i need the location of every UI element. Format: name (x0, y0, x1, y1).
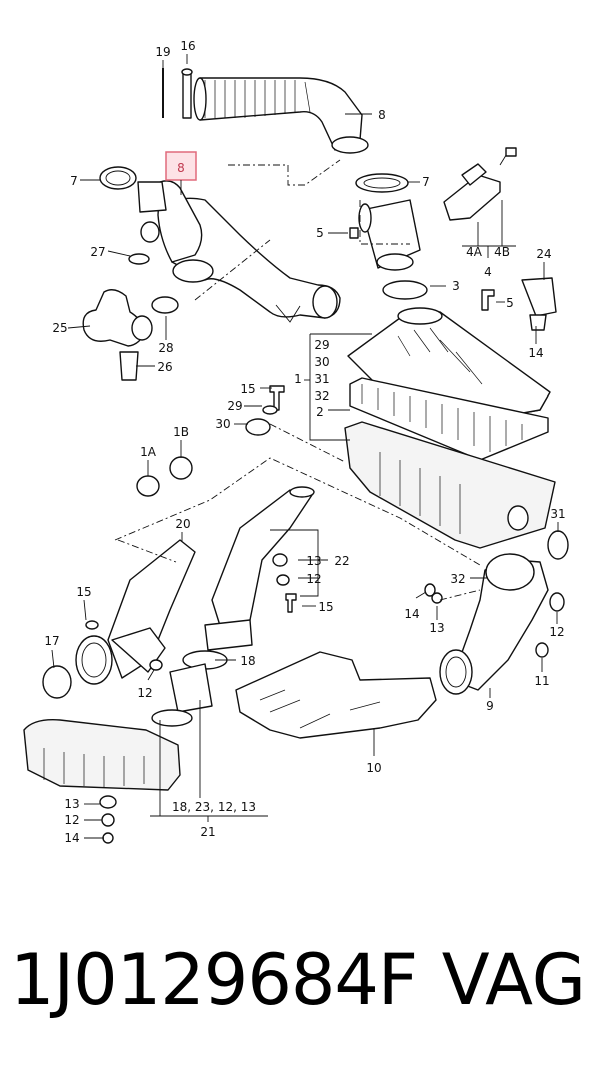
breather-hose (82, 289, 179, 381)
grommet (547, 530, 569, 560)
callout-14-c: 14 (64, 831, 79, 845)
air-filter-element (349, 377, 549, 461)
callout-15-a: 15 (240, 382, 255, 396)
callout-7-right: 7 (422, 175, 430, 189)
callout-12-b: 12 (549, 625, 564, 639)
callout-3: 3 (452, 279, 460, 293)
highlighted-callout-8[interactable]: 8 (165, 151, 197, 195)
footer: 1J0129684F VAG (0, 935, 600, 1025)
valve-connector (128, 181, 167, 265)
mass-air-flow-meter (358, 147, 517, 271)
hose-clamp (99, 166, 409, 193)
callout-13-b: 13 (429, 621, 444, 635)
callout-27: 27 (90, 245, 105, 259)
bracket-and-bolts (349, 227, 557, 331)
callout-18-23-12-13: 18, 23, 12, 13 (172, 800, 256, 814)
callout-17: 17 (44, 634, 59, 648)
callout-32-a: 32 (314, 389, 329, 403)
callout-30-b: 30 (215, 417, 230, 431)
callout-31-b: 31 (550, 507, 565, 521)
callout-24: 24 (536, 247, 551, 261)
callout-4: 4 (484, 265, 492, 279)
callout-10: 10 (366, 761, 381, 775)
nuts-right (85, 553, 565, 844)
callout-21: 21 (200, 825, 215, 839)
exploded-parts-diagram: 8 19 16 8 7 7 5 4A 4B 4 24 27 3 5 25 28 … (23, 39, 569, 845)
callout-26: 26 (157, 360, 172, 374)
small-fasteners (136, 385, 285, 497)
svg-text:8: 8 (177, 161, 185, 175)
callout-13-a: 13 (306, 554, 321, 568)
callout-25: 25 (52, 321, 67, 335)
callout-29-a: 29 (314, 338, 329, 352)
o-ring (382, 280, 428, 300)
intake-duct-lower (157, 180, 341, 323)
callout-15-b: 15 (318, 600, 333, 614)
air-filter-housing (344, 421, 556, 549)
callout-5-top: 5 (316, 226, 324, 240)
callout-31-a: 31 (314, 372, 329, 386)
callout-14-b: 14 (404, 607, 419, 621)
callout-29-b: 29 (227, 399, 242, 413)
callout-12-a: 12 (306, 572, 321, 586)
callout-28: 28 (158, 341, 173, 355)
callout-15-c: 15 (76, 585, 91, 599)
callout-9: 9 (486, 699, 494, 713)
callout-5-right: 5 (506, 296, 514, 310)
resonator (235, 651, 437, 739)
air-guide-right (439, 553, 549, 695)
air-guide-left (75, 539, 196, 685)
callout-19: 19 (155, 45, 170, 59)
callout-20: 20 (175, 517, 190, 531)
callout-4B: 4B (494, 245, 510, 259)
callout-30-a: 30 (314, 355, 329, 369)
callout-2: 2 (316, 405, 324, 419)
callout-12-c: 12 (137, 686, 152, 700)
callout-13-c: 13 (64, 797, 79, 811)
intake-hose-upper (193, 77, 369, 154)
lower-air-duct (23, 719, 181, 791)
leader-lines (51, 54, 559, 839)
callout-11: 11 (534, 674, 549, 688)
callout-8: 8 (378, 108, 386, 122)
callout-1: 1 (294, 372, 302, 386)
bolt-and-pin (162, 68, 193, 119)
callout-1A: 1A (140, 445, 157, 459)
callout-12-d: 12 (64, 813, 79, 827)
callout-14-a: 14 (528, 346, 543, 360)
intake-snorkel (204, 486, 315, 651)
callout-labels: 19 16 8 7 7 5 4A 4B 4 24 27 3 5 25 28 29… (44, 39, 565, 845)
brand-name: VAG (441, 939, 586, 1021)
callout-16: 16 (180, 39, 195, 53)
callout-32-b: 32 (450, 572, 465, 586)
callout-18-a: 18 (240, 654, 255, 668)
callout-22: 22 (334, 554, 349, 568)
callout-7-left: 7 (70, 174, 78, 188)
o-ring-17 (42, 665, 72, 699)
connector-hose (151, 650, 228, 727)
dashed-grouping-lines (114, 159, 481, 601)
part-number: 1J0129684F (10, 939, 418, 1021)
callout-1B: 1B (173, 425, 189, 439)
callout-4A: 4A (466, 245, 483, 259)
